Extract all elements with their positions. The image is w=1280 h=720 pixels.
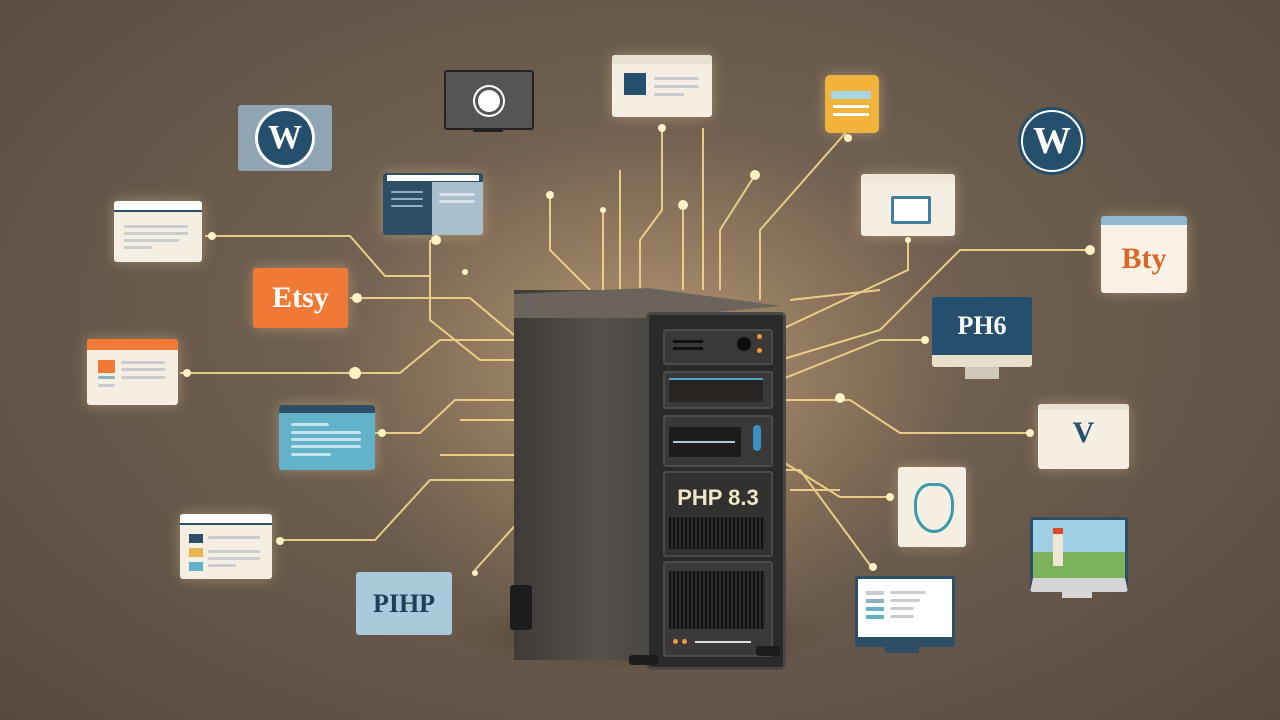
wordpress-logo-icon: W	[258, 111, 312, 165]
location-pin-icon	[624, 73, 646, 95]
php-badge: PIHP	[356, 572, 452, 635]
monitor-stand	[473, 128, 503, 132]
gear-icon	[478, 90, 500, 112]
monitor-stand	[965, 367, 999, 379]
desktop-browser-card	[861, 174, 955, 236]
bty-logo-text: Bty	[1121, 242, 1167, 275]
monitor-icon	[891, 196, 931, 224]
ph6-label: PH6	[957, 311, 1007, 340]
drive-bay-3	[663, 415, 773, 467]
vent-grille	[669, 571, 765, 629]
drive-bay-2	[663, 371, 773, 409]
list-monitor	[855, 576, 955, 647]
wordpress-card: W	[238, 105, 332, 171]
gear-monitor	[444, 70, 534, 130]
monitor-stand	[885, 645, 919, 653]
power-button	[737, 337, 751, 351]
monitor-stand	[1062, 592, 1092, 598]
teal-browser-card	[279, 405, 375, 470]
crest-browser-card: V	[1038, 404, 1129, 469]
admin-browser-card	[383, 173, 483, 235]
server-side-panel	[514, 290, 654, 660]
server-label: PHP 8.3	[677, 485, 759, 510]
anchor-crest-card	[898, 467, 966, 547]
ph6-monitor: PH6	[932, 297, 1032, 367]
anchor-emblem-icon	[914, 483, 954, 533]
orange-browser-card	[87, 339, 178, 405]
bty-card: Bty	[1101, 216, 1187, 293]
vent-bay	[663, 561, 773, 657]
server-foot	[756, 646, 780, 656]
wordpress-logo-icon: W	[1018, 107, 1086, 175]
etsy-card: Etsy	[253, 268, 348, 328]
tower-building-icon	[1053, 528, 1063, 566]
vent-grille	[669, 517, 765, 549]
server-front-panel: PHP 8.3	[646, 312, 786, 670]
laurel-crest-icon: V	[1072, 416, 1095, 449]
location-browser-card	[612, 55, 712, 117]
file-folder-icon	[825, 75, 879, 133]
label-bay: PHP 8.3	[663, 471, 773, 557]
text-browser-card	[114, 201, 202, 262]
list-browser-card	[180, 514, 272, 579]
etsy-logo-text: Etsy	[272, 281, 329, 314]
server-foot	[629, 655, 659, 665]
server-foot	[510, 585, 532, 630]
drive-bay-1	[663, 329, 773, 365]
php-badge-label: PIHP	[372, 588, 436, 618]
landscape-monitor	[1030, 517, 1128, 592]
